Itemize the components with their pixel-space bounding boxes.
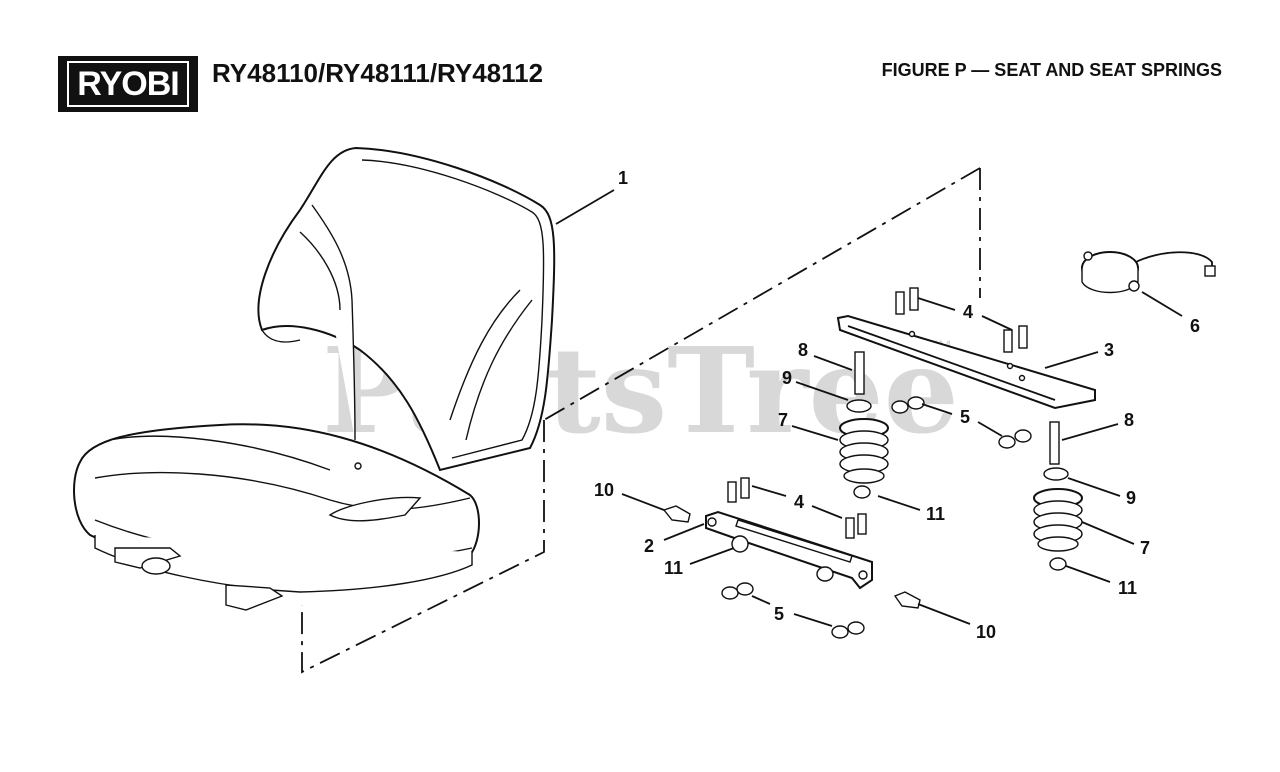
- callout-9-left: 9: [782, 368, 792, 388]
- figure-title: FIGURE P — SEAT AND SEAT SPRINGS: [881, 60, 1222, 80]
- callout-1: 1: [618, 168, 628, 188]
- callout-10-right: 10: [976, 622, 996, 642]
- callout-5-upper: 5: [960, 407, 970, 427]
- callout-9-right: 9: [1126, 488, 1136, 508]
- model-title: RY48110/RY48111/RY48112: [212, 58, 544, 88]
- callout-11-left: 11: [664, 558, 683, 578]
- bolts-lower: [727, 477, 867, 539]
- callout-4-lower: 4: [794, 492, 804, 512]
- nuts-upper: [891, 396, 1032, 449]
- nuts-lower: [721, 582, 865, 639]
- callout-4-upper: 4: [963, 302, 973, 322]
- logo-text: RYOBI: [67, 61, 189, 107]
- seat-switch: [1081, 251, 1216, 294]
- callout-7-right: 7: [1140, 538, 1150, 558]
- spring-stack-left: [839, 351, 889, 499]
- callout-11-right: 11: [1118, 578, 1137, 598]
- callout-11-center: 11: [926, 504, 945, 524]
- callout-10-left: 10: [594, 480, 614, 500]
- callout-labels: 1 2 3 4 4 5 5 6 7 7 8 8 9 9 10 10 11 11 …: [594, 168, 1200, 642]
- bolts-upper: [895, 287, 1028, 353]
- seat-rail-top: [836, 314, 1096, 410]
- callout-7-left: 7: [778, 410, 788, 430]
- callout-8-right: 8: [1124, 410, 1134, 430]
- ryobi-logo: RYOBI: [58, 56, 198, 112]
- callout-8-left: 8: [798, 340, 808, 360]
- sleeves-11: [731, 535, 834, 582]
- spring-stack-right: [1033, 421, 1083, 571]
- callout-5-lower: 5: [774, 604, 784, 624]
- callout-2: 2: [644, 536, 654, 556]
- callout-6: 6: [1190, 316, 1200, 336]
- assembly-boundary-lines: [301, 167, 981, 674]
- leader-lines: [555, 189, 1183, 627]
- seat-assembly: [73, 146, 556, 611]
- callout-3: 3: [1104, 340, 1114, 360]
